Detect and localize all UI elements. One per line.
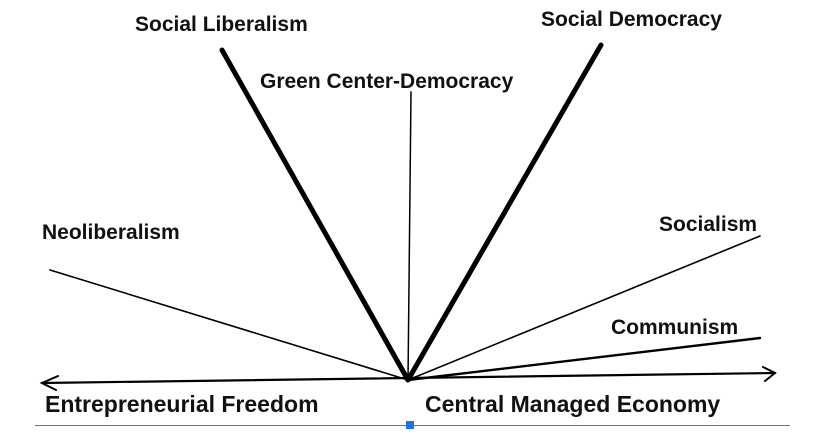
right-arrowhead bbox=[762, 366, 777, 382]
left-arrowhead bbox=[39, 375, 59, 391]
ray-social-democracy bbox=[405, 42, 604, 383]
axis-label-left: Entrepreneurial Freedom bbox=[45, 391, 319, 417]
label-neoliberalism: Neoliberalism bbox=[42, 221, 180, 244]
axis-label-right: Central Managed Economy bbox=[425, 391, 721, 417]
label-socialism: Socialism bbox=[659, 213, 758, 236]
ray-communism bbox=[406, 336, 762, 382]
ray-neoliberalism bbox=[49, 269, 409, 381]
ray-green-center-democracy bbox=[407, 91, 412, 381]
ray-social-liberalism bbox=[219, 47, 411, 383]
label-green-center-democracy: Green Center-Democracy bbox=[260, 70, 514, 93]
selection-handle[interactable] bbox=[406, 421, 414, 429]
ray-socialism bbox=[407, 235, 761, 381]
label-social-democracy: Social Democracy bbox=[541, 8, 722, 31]
label-social-liberalism: Social Liberalism bbox=[135, 13, 308, 36]
label-communism: Communism bbox=[611, 316, 739, 339]
